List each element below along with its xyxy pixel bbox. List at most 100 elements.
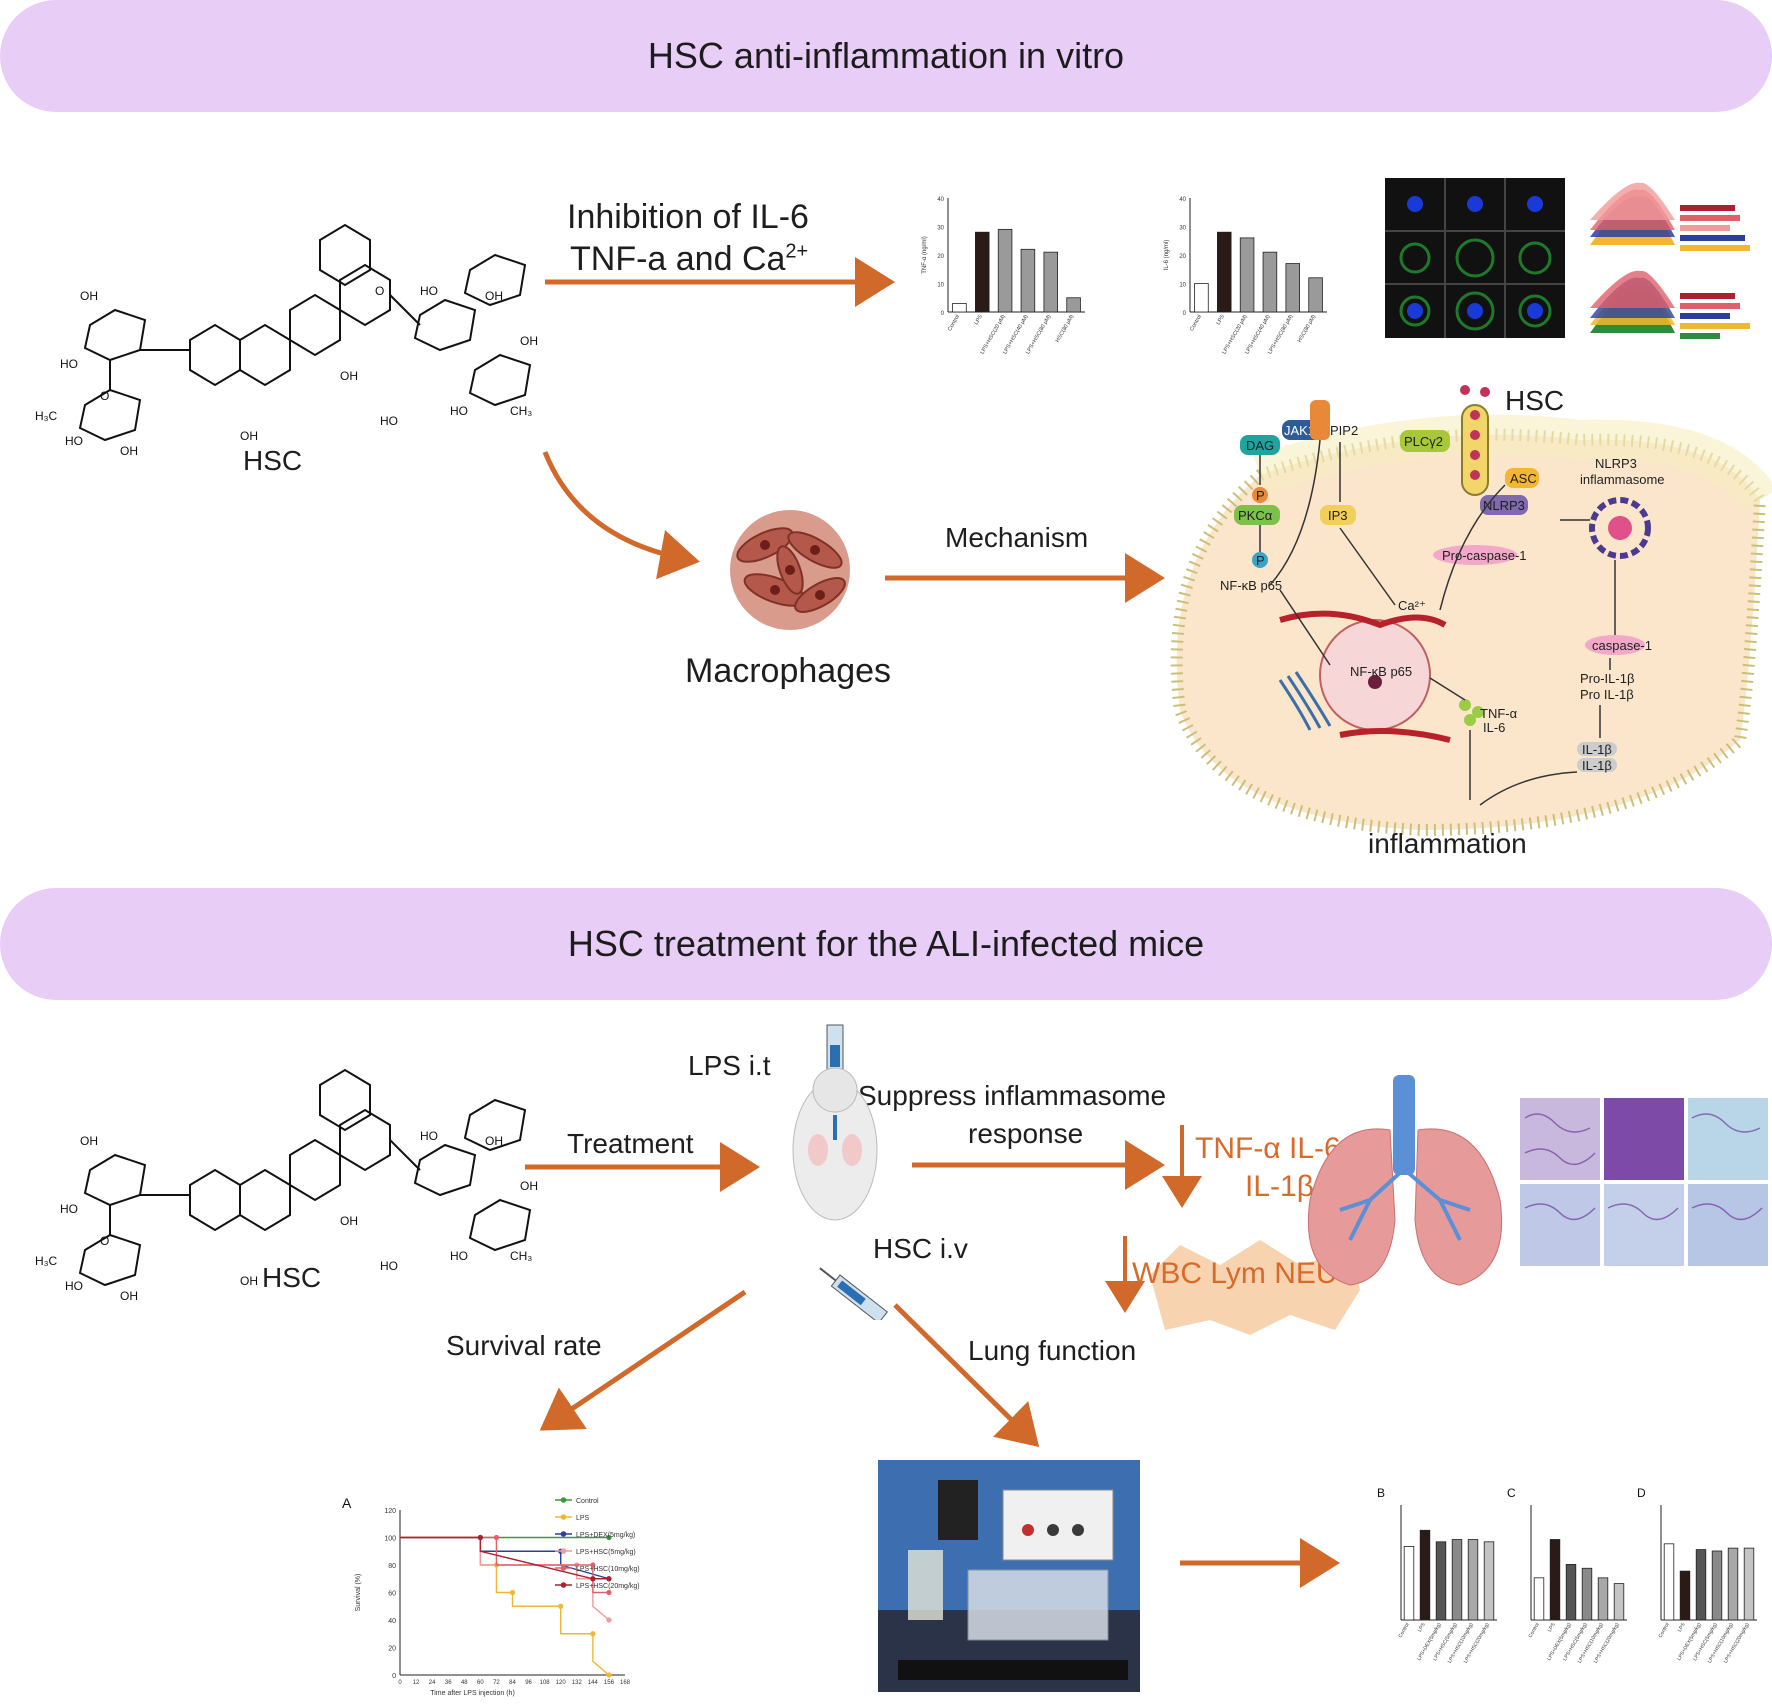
x-tick-label: LPS: [974, 314, 985, 326]
data-point: [606, 1589, 612, 1596]
y-tick-label: 0: [1183, 311, 1187, 317]
node-p2: P: [1256, 553, 1265, 568]
cytokines-line2: IL-1β: [1245, 1170, 1314, 1203]
x-tick-label: 72: [493, 1680, 500, 1686]
svg-text:OH: OH: [120, 444, 138, 458]
bar: [1533, 1577, 1545, 1621]
svg-text:OH: OH: [340, 369, 358, 383]
panel-label: B: [1377, 1486, 1385, 1500]
node-procaspase: Pro-caspase-1: [1442, 548, 1527, 563]
series-line: [400, 1536, 610, 1676]
x-tick-label: Control: [1527, 1622, 1540, 1639]
bar: [1581, 1567, 1593, 1621]
lung-function-label: Lung function: [968, 1335, 1137, 1366]
node-il1b: IL-1β: [1582, 758, 1612, 773]
mouse-illustration: [792, 1024, 888, 1320]
bar: [1565, 1564, 1577, 1621]
svg-text:CH₃: CH₃: [510, 1249, 532, 1263]
x-tick-label: 120: [556, 1680, 567, 1686]
y-tick-label: 0: [392, 1673, 396, 1680]
node-tnf: TNF-α: [1480, 706, 1518, 721]
legend-label: LPS+HSC(20mg/kg): [576, 1583, 640, 1590]
bar: [1043, 251, 1059, 313]
svg-text:HO: HO: [450, 404, 468, 418]
y-axis-label: Survival (%): [355, 1574, 362, 1612]
cell-hsc-label: HSC: [1505, 385, 1564, 416]
x-tick-label: 144: [588, 1680, 599, 1686]
node-ip3: IP3: [1328, 508, 1348, 523]
x-axis-label: Time after LPS injection (h): [430, 1690, 515, 1697]
bar: [1419, 1529, 1431, 1621]
legend-label: LPS+HSC(10mg/kg): [576, 1566, 640, 1573]
bar: [1597, 1577, 1609, 1621]
bar: [1285, 263, 1301, 313]
x-tick-label: LPS+HSC(40 μM): [1002, 314, 1029, 355]
x-tick-label: Control: [947, 314, 961, 332]
x-tick-label: HSC(80 μM): [1297, 314, 1318, 344]
y-tick-label: 30: [937, 226, 944, 232]
x-tick-label: 168: [620, 1680, 631, 1686]
arrow-to-macrophages: [542, 451, 700, 580]
lung-function-device-photo: [878, 1460, 1140, 1692]
y-tick-label: 60: [388, 1591, 396, 1598]
data-point: [606, 1617, 612, 1623]
cytokines-line1: TNF-α IL-6: [1195, 1132, 1341, 1165]
cells-label: WBC Lym NEU: [1132, 1257, 1338, 1290]
suppress-line2: response: [968, 1118, 1084, 1149]
bar: [1679, 1570, 1691, 1621]
data-point: [493, 1534, 500, 1541]
x-tick-label: 0: [398, 1680, 402, 1686]
hsc-label-bottom: HSC: [262, 1262, 322, 1293]
y-tick-label: 10: [1179, 283, 1186, 289]
svg-text:H₃C: H₃C: [35, 1254, 58, 1268]
histology-images: [1520, 1098, 1768, 1266]
treatment-label: Treatment: [567, 1128, 694, 1159]
svg-text:OH: OH: [240, 429, 258, 443]
svg-text:O: O: [375, 284, 384, 298]
x-tick-label: HSC(80 μM): [1055, 314, 1076, 344]
nlrp3-inflammasome-2: inflammasome: [1580, 472, 1665, 487]
x-tick-label: LPS+HSC(40 μM): [1244, 314, 1271, 355]
macrophages-label: Macrophages: [685, 652, 892, 690]
bar: [1743, 1547, 1755, 1621]
svg-text:OH: OH: [240, 1274, 258, 1288]
node-nlrp3: NLRP3: [1483, 498, 1525, 513]
golgi: [1278, 671, 1332, 731]
data-point: [477, 1534, 483, 1541]
bar: [952, 303, 967, 313]
svg-text:H₃C: H₃C: [35, 409, 58, 423]
x-tick-label: LPS: [1216, 314, 1227, 326]
bar: [1549, 1539, 1561, 1621]
node-proil2: Pro IL-1β: [1580, 687, 1634, 702]
svg-text:OH: OH: [120, 1289, 138, 1303]
lps-label: LPS i.t: [688, 1050, 771, 1081]
y-axis-label: IL-6 (ng/ml): [1164, 240, 1170, 271]
node-pkca: PKCα: [1238, 508, 1273, 523]
bar: [997, 228, 1013, 313]
node-proil1: Pro-IL-1β: [1580, 671, 1634, 686]
legend-marker: [560, 1565, 567, 1571]
node-il6: IL-6: [1483, 720, 1505, 735]
node-dag: DAG: [1246, 438, 1274, 453]
data-point: [590, 1576, 596, 1582]
er-upper: [1279, 610, 1447, 629]
bottom-banner-title: HSC treatment for the ALI-infected mice: [567, 923, 1205, 964]
x-tick-label: LPS+HSC(20 μM): [1221, 314, 1248, 355]
panel-label: A: [342, 1495, 352, 1511]
data-point: [590, 1631, 596, 1637]
legend-label: LPS+HSC(5mg/kg): [576, 1549, 636, 1556]
y-tick-label: 30: [1179, 226, 1186, 232]
y-axis-label: TNF-α (ng/ml): [922, 236, 928, 273]
node-pip2: PIP2: [1330, 423, 1358, 438]
x-tick-label: 24: [429, 1680, 436, 1686]
micrograph-grid: [1385, 178, 1565, 338]
svg-text:HO: HO: [450, 1249, 468, 1263]
inhibition-line1: Inhibition of IL-6: [567, 198, 809, 236]
legend-marker: [560, 1531, 567, 1537]
y-tick-label: 20: [1179, 254, 1186, 260]
lungs-illustration: [1307, 1075, 1503, 1286]
